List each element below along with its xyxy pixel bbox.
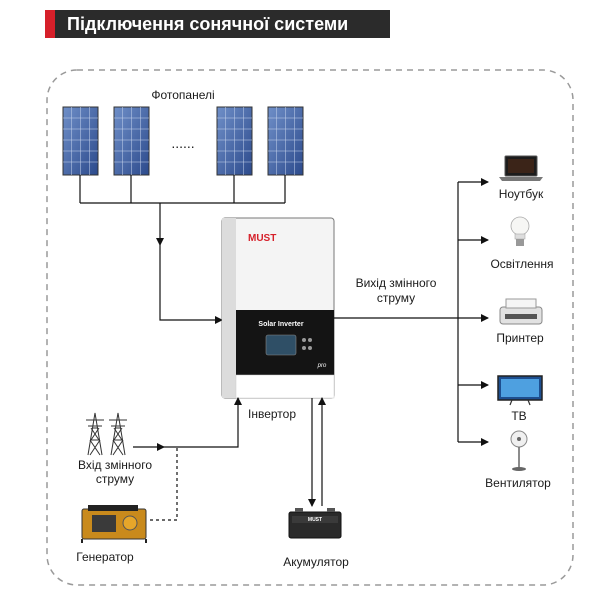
inverter-product-name: Solar Inverter	[258, 321, 303, 328]
battery-wiring	[308, 397, 326, 507]
power-tower-icon	[86, 412, 127, 456]
inverter-display	[265, 334, 297, 356]
battery-icon: MUST	[288, 508, 342, 539]
solar-panel-icon	[62, 106, 99, 176]
page-title: Підключення сонячної системи	[67, 14, 349, 34]
ac-output-wiring	[334, 178, 489, 446]
load-label-laptop: Ноутбук	[499, 187, 544, 201]
laptop-icon	[499, 155, 543, 181]
page-header: Підключення сонячної системи	[45, 10, 390, 38]
fan-icon	[510, 430, 528, 471]
header-accent-bar	[45, 10, 55, 38]
inverter-label: Інвертор	[248, 407, 296, 421]
generator-label: Генератор	[76, 550, 134, 564]
printer-icon	[499, 298, 543, 325]
solar-panel-icon	[113, 106, 150, 176]
load-label-light: Освітлення	[490, 257, 553, 271]
panel-wiring	[79, 175, 286, 324]
tv-icon	[497, 375, 543, 406]
battery-brand: MUST	[308, 517, 322, 523]
dashed-frame	[46, 69, 574, 586]
solar-panels-label: Фотопанелі	[151, 88, 214, 102]
solar-panels	[62, 106, 304, 176]
load-label-printer: Принтер	[496, 331, 544, 345]
inverter-pro-badge: pro	[317, 363, 327, 369]
battery-label: Акумулятор	[283, 555, 349, 569]
generator-icon	[81, 505, 147, 543]
panel-ellipsis: ......	[171, 135, 194, 151]
grid-generator-wiring	[133, 397, 242, 521]
solar-panel-icon	[216, 106, 253, 176]
inverter-device: MUST Solar Inverter pro	[221, 217, 335, 399]
load-label-fan: Вентилятор	[485, 476, 551, 490]
load-label-tv: ТВ	[511, 409, 526, 423]
inverter-brand: MUST	[248, 233, 276, 244]
light-bulb-icon	[510, 216, 530, 246]
solar-panel-icon	[267, 106, 304, 176]
